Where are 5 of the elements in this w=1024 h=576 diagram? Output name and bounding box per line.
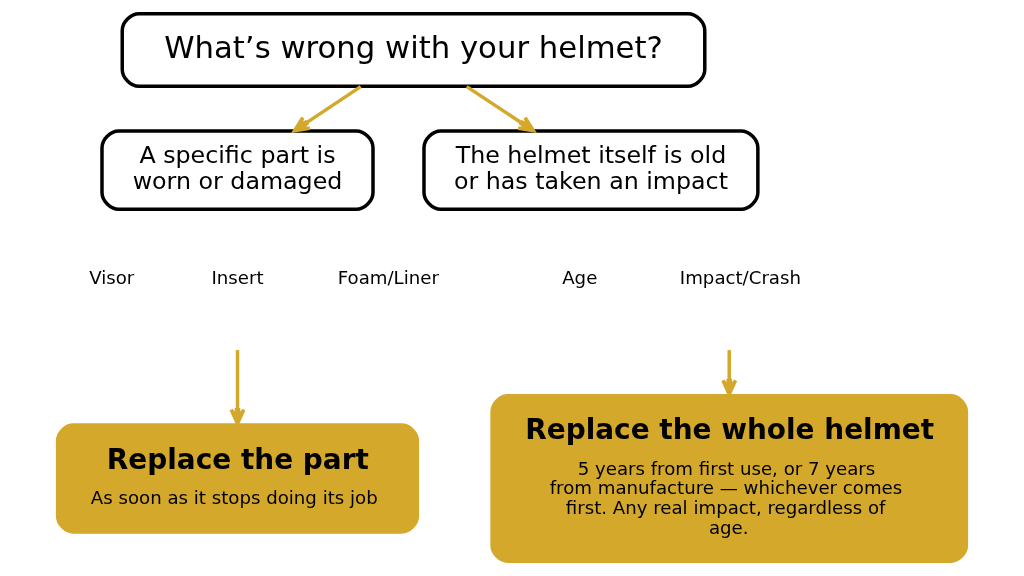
node-text: Impact/Crash (679, 266, 801, 288)
node-text: Age (562, 266, 598, 288)
node-text: Visor (89, 266, 135, 288)
node-text: Foam/Liner (337, 266, 439, 288)
node-text: Insert (211, 266, 264, 288)
